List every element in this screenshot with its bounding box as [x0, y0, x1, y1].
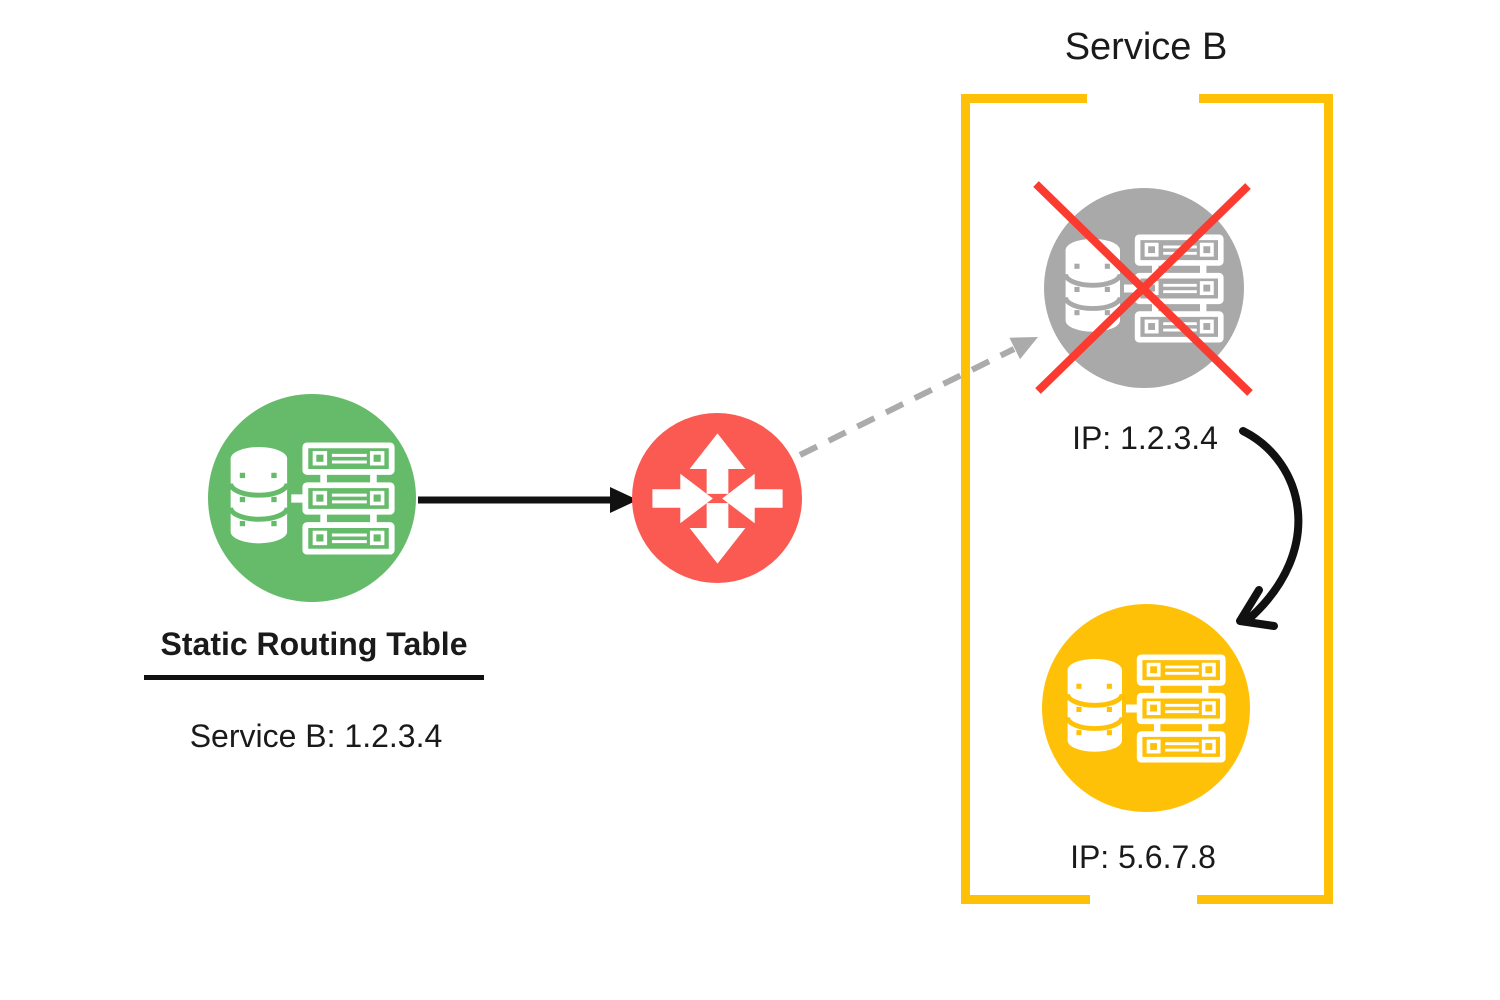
stale-instance-node — [1044, 188, 1244, 388]
service-b-title: Service B — [1064, 26, 1228, 68]
routing-table-node — [208, 394, 416, 602]
current-instance-node — [1042, 604, 1250, 812]
routing-table-entry: Service B: 1.2.3.4 — [189, 718, 443, 754]
boundary-top-gap — [1087, 92, 1199, 106]
boundary-bottom-gap — [1090, 889, 1197, 905]
routing-table-heading: Static Routing Table — [144, 626, 484, 680]
current-instance-ip: IP: 5.6.7.8 — [1070, 839, 1216, 875]
routing-table-heading-text: Static Routing Table — [160, 626, 468, 662]
right-arrow — [418, 487, 638, 513]
database-server-icon — [1064, 234, 1224, 342]
database-server-icon — [1066, 654, 1226, 763]
router-node — [632, 413, 802, 583]
router-icon — [651, 432, 783, 564]
stale-instance-ip: IP: 1.2.3.4 — [1072, 420, 1218, 456]
database-server-icon — [229, 441, 395, 555]
